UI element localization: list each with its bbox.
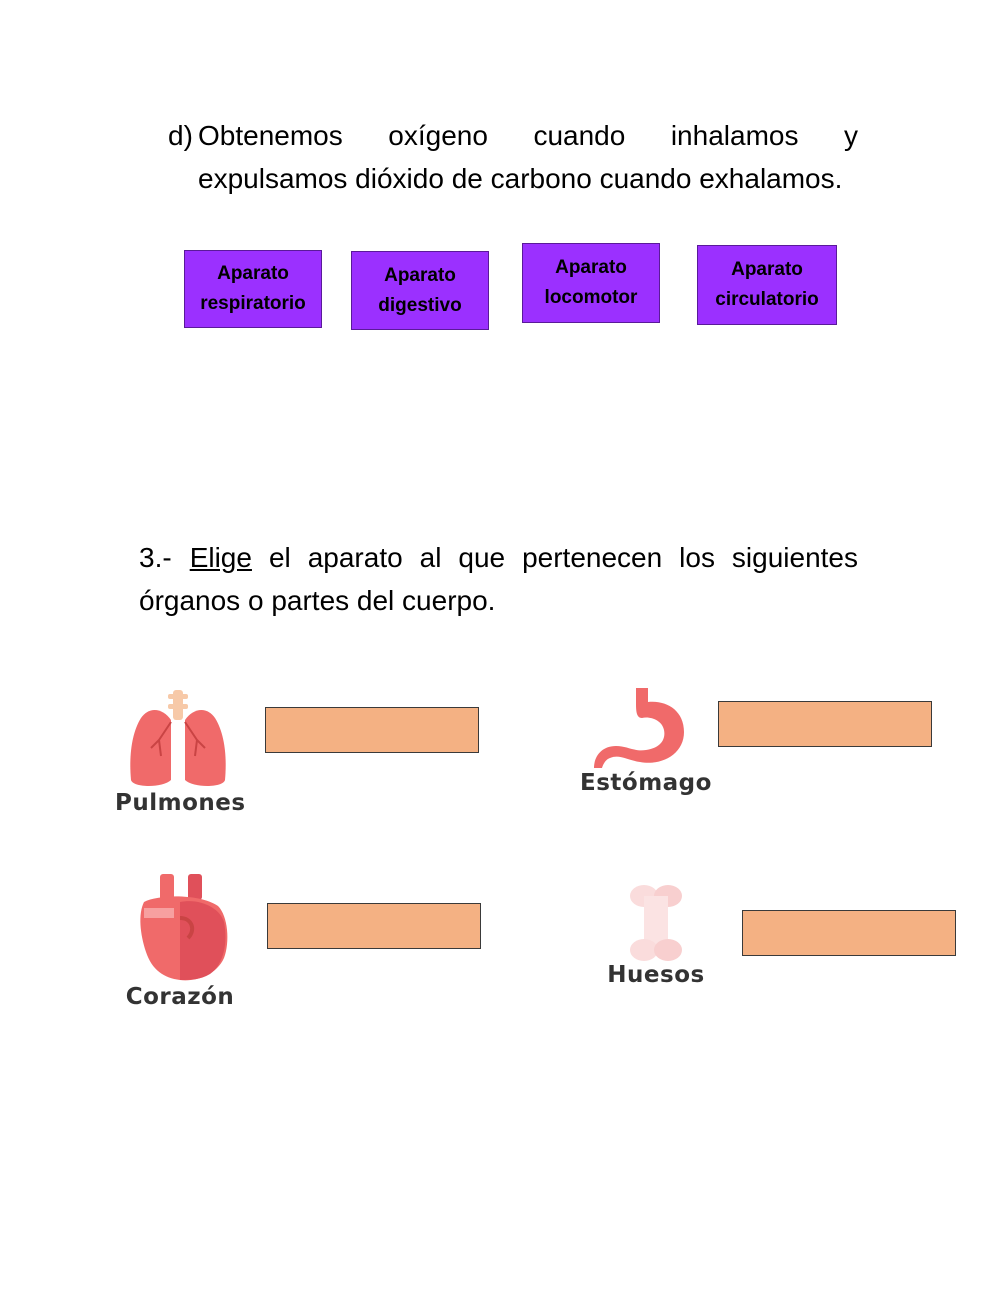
dropzone-huesos[interactable] bbox=[742, 910, 956, 956]
dropzone-corazon[interactable] bbox=[267, 903, 481, 949]
organ-label: Estómago bbox=[580, 770, 712, 796]
organ-label: Pulmones bbox=[115, 790, 246, 816]
question-text: Obtenemos oxígeno cuando inhalamos y exp… bbox=[198, 120, 858, 194]
question-letter: d) bbox=[168, 120, 193, 151]
section-3-instruction: 3.- Elige el aparato al que pertenecen lo… bbox=[139, 536, 858, 622]
option-aparato-circulatorio[interactable]: Aparato circulatorio bbox=[697, 245, 837, 325]
option-label: Aparato digestivo bbox=[378, 264, 462, 316]
organ-label: Corazón bbox=[125, 984, 235, 1010]
option-label: Aparato circulatorio bbox=[715, 259, 819, 310]
organ-estomago: Estómago bbox=[580, 686, 712, 796]
option-label: Aparato locomotor bbox=[544, 257, 638, 308]
organ-pulmones: Pulmones bbox=[115, 688, 246, 816]
option-label: Aparato respiratorio bbox=[200, 263, 306, 314]
organ-huesos: Huesos bbox=[606, 884, 706, 988]
heart-icon bbox=[140, 874, 228, 981]
dropzone-estomago[interactable] bbox=[718, 701, 932, 747]
section-number: 3.- bbox=[139, 542, 172, 573]
dropzone-pulmones[interactable] bbox=[265, 707, 479, 753]
option-aparato-respiratorio[interactable]: Aparato respiratorio bbox=[184, 250, 322, 328]
instruction-verb: Elige bbox=[189, 542, 252, 573]
instruction-text: el aparato al que pertenecen los siguien… bbox=[139, 542, 859, 616]
option-aparato-digestivo[interactable]: Aparato digestivo bbox=[351, 251, 489, 330]
stomach-icon bbox=[594, 688, 684, 768]
option-aparato-locomotor[interactable]: Aparato locomotor bbox=[522, 243, 660, 323]
organ-corazon: Corazón bbox=[120, 872, 240, 1010]
bone-icon bbox=[630, 885, 682, 961]
organ-label: Huesos bbox=[607, 962, 705, 988]
lungs-icon bbox=[130, 690, 226, 786]
